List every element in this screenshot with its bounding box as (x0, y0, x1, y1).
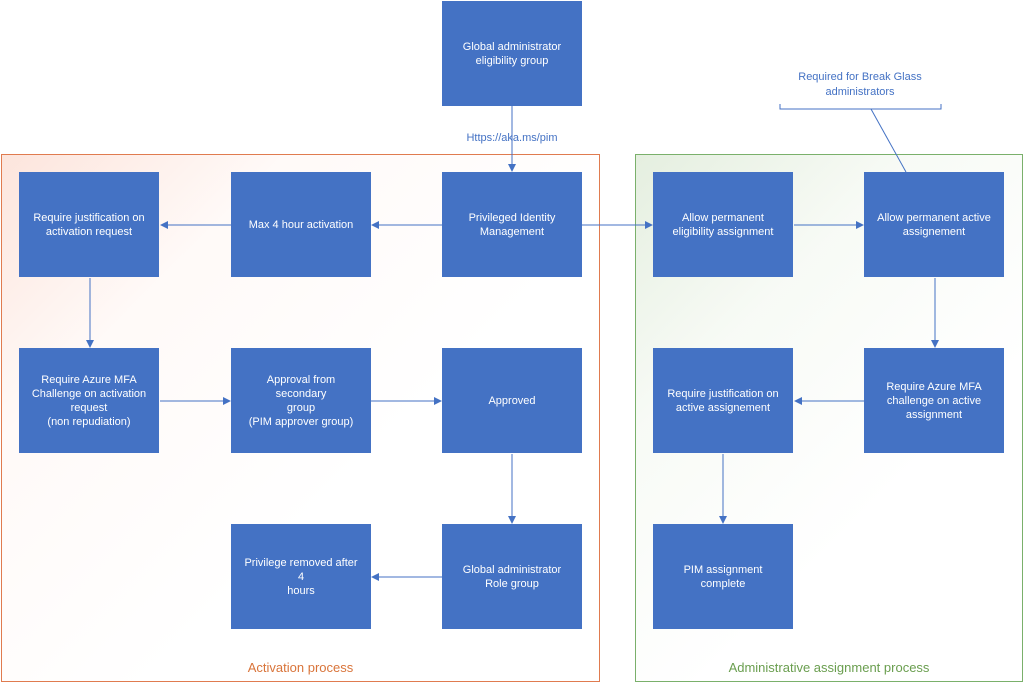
pim-complete-node: PIM assignment complete (653, 524, 793, 629)
break-glass-bracket (779, 104, 942, 110)
activation-process-label: Activation process (247, 660, 354, 675)
global-admin-role-node: Global administrator Role group (442, 524, 582, 629)
pim-url-label: Https://aka.ms/pim (466, 132, 558, 144)
admin-assignment-process-label: Administrative assignment process (728, 660, 930, 675)
require-justification-activation-node: Require justification on activation requ… (19, 172, 159, 277)
require-mfa-activation-node: Require Azure MFA Challenge on activatio… (19, 348, 159, 453)
approval-secondary-node: Approval from secondary group (PIM appro… (231, 348, 371, 453)
global-admin-eligibility-node: Global administrator eligibility group (442, 1, 582, 106)
approved-node: Approved (442, 348, 582, 453)
max-4-hour-node: Max 4 hour activation (231, 172, 371, 277)
allow-permanent-eligibility-node: Allow permanent eligibility assignment (653, 172, 793, 277)
pim-node: Privileged Identity Management (442, 172, 582, 277)
require-justification-active-node: Require justification on active assignem… (653, 348, 793, 453)
allow-permanent-active-node: Allow permanent active assignement (864, 172, 1004, 277)
privilege-removed-node: Privilege removed after 4 hours (231, 524, 371, 629)
require-mfa-active-node: Require Azure MFA challenge on active as… (864, 348, 1004, 453)
break-glass-label: Required for Break Glass administrators (798, 71, 922, 98)
